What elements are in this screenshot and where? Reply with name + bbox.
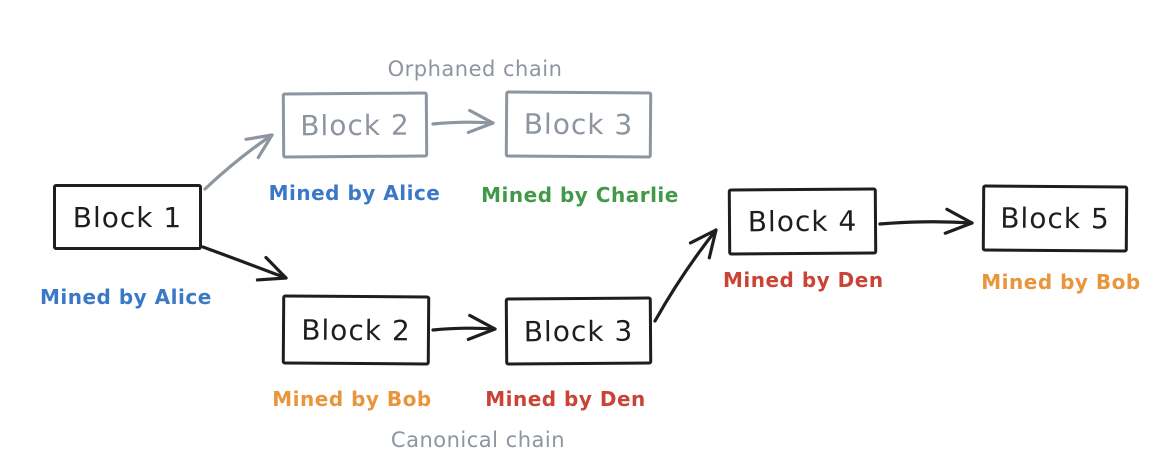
canonical-chain-label: Canonical chain	[390, 428, 566, 452]
block-4-label: Block 4	[747, 204, 858, 239]
miner-label-block-4: Mined by Den	[723, 268, 884, 292]
orphaned-block-2-label: Block 2	[300, 108, 410, 142]
canonical-block-2-label: Block 2	[301, 313, 411, 347]
miner-label-block-1: Mined by Alice	[40, 285, 212, 309]
orphaned-block-2: Block 2	[281, 91, 429, 159]
canonical-block-3: Block 3	[504, 296, 653, 366]
canonical-block-3-label: Block 3	[523, 314, 634, 348]
miner-label-block-5: Mined by Bob	[981, 270, 1141, 294]
block-1-label: Block 1	[72, 200, 183, 234]
miner-label-orphaned-block-3: Mined by Charlie	[481, 183, 679, 207]
block-5-label: Block 5	[1000, 201, 1110, 236]
canonical-block-2: Block 2	[281, 294, 431, 366]
block-5: Block 5	[981, 184, 1129, 253]
orphaned-chain-label: Orphaned chain	[387, 57, 563, 81]
miner-label-canonical-block-3: Mined by Den	[485, 387, 646, 411]
orphaned-block-3: Block 3	[504, 90, 653, 159]
miner-label-canonical-block-2: Mined by Bob	[272, 387, 432, 411]
arrow-orphaned-block2-to-block3	[431, 108, 495, 135]
arrow-block4-to-block5	[878, 207, 974, 235]
block-4: Block 4	[727, 187, 878, 256]
arrow-canonical-block3-to-block4	[653, 228, 718, 323]
miner-label-orphaned-block-2: Mined by Alice	[268, 181, 441, 205]
arrow-block1-to-canonical-block2	[201, 245, 288, 282]
orphaned-block-3-label: Block 3	[523, 107, 634, 142]
block-1: Block 1	[53, 184, 202, 250]
arrow-canonical-block2-to-block3	[431, 313, 497, 342]
